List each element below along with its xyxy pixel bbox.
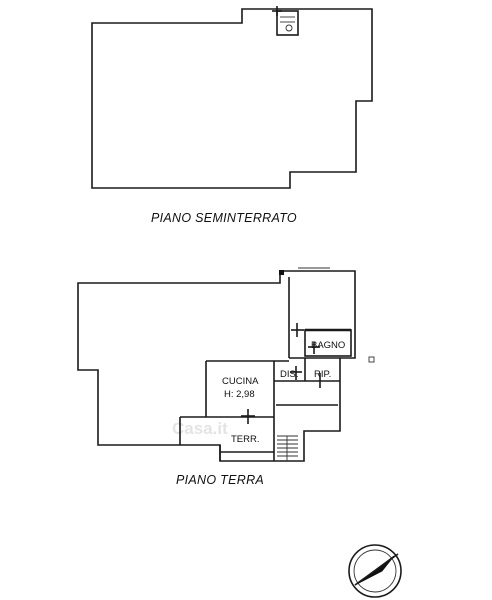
watermark-text: Casa.it [172, 419, 228, 438]
interior-walls [179, 277, 352, 461]
door-marks [241, 323, 321, 424]
room-label-cucina: CUCINA [222, 376, 259, 387]
ground-floor-stairs [277, 435, 298, 461]
room-label-terrazzo: TERR. [231, 434, 260, 445]
room-label-rip: RIP. [314, 369, 331, 380]
ground-floor-plan: Casa.it [77, 267, 375, 487]
ground-floor-label: PIANO TERRA [176, 473, 264, 487]
corner-pillar [279, 270, 284, 275]
marker-square [368, 356, 375, 363]
basement-stair-nook [272, 6, 299, 36]
basement-plan: PIANO SEMINTERRATO [91, 6, 373, 225]
room-label-bagno: BAGNO [311, 340, 345, 351]
room-label-dis: DIS. [280, 369, 298, 380]
room-label-cucina-height: H: 2,98 [224, 389, 255, 400]
ground-floor-outline [77, 270, 356, 462]
basement-floor-label: PIANO SEMINTERRATO [151, 211, 297, 225]
basement-outline [91, 8, 373, 189]
north-arrow-compass-icon [348, 544, 402, 598]
